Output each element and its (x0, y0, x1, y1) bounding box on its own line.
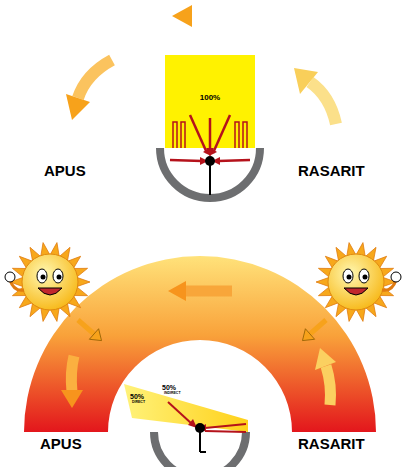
direction-label: APUS (40, 436, 82, 451)
ray-arrow-head (302, 329, 314, 341)
sun-figure (302, 243, 401, 341)
beam-label: DIRECT (132, 401, 145, 405)
direction-label: RASARIT (298, 436, 365, 451)
percent-label: 50% (130, 393, 144, 400)
ray-arrow (310, 320, 326, 334)
sun-ray (316, 277, 329, 286)
sun-eye (359, 269, 369, 283)
percent-label: 50% (162, 384, 176, 391)
sun-body (22, 254, 78, 310)
sun-pupil (41, 275, 46, 280)
sun-hand (5, 272, 15, 282)
sun-pupil (347, 275, 352, 280)
beam-label: INDIRECT (164, 392, 181, 396)
percent-label: 100% (200, 93, 220, 102)
sun-hand (391, 272, 401, 282)
sun-eye (343, 269, 353, 283)
sun-pupil (363, 275, 368, 280)
energy-box: 100% (165, 55, 255, 115)
ray-arrow (78, 320, 94, 334)
sun-figure (5, 243, 102, 341)
sun-body (328, 254, 384, 310)
direction-label: APUS (44, 163, 86, 178)
sun-mouth (344, 288, 368, 295)
sun-eye (37, 269, 47, 283)
sun-mouth (38, 288, 62, 295)
direction-label: RASARIT (298, 163, 365, 178)
sun-pupil (57, 275, 62, 280)
ray-arrow-head (89, 329, 101, 341)
sun-ray (77, 277, 90, 286)
sun-eye (53, 269, 63, 283)
